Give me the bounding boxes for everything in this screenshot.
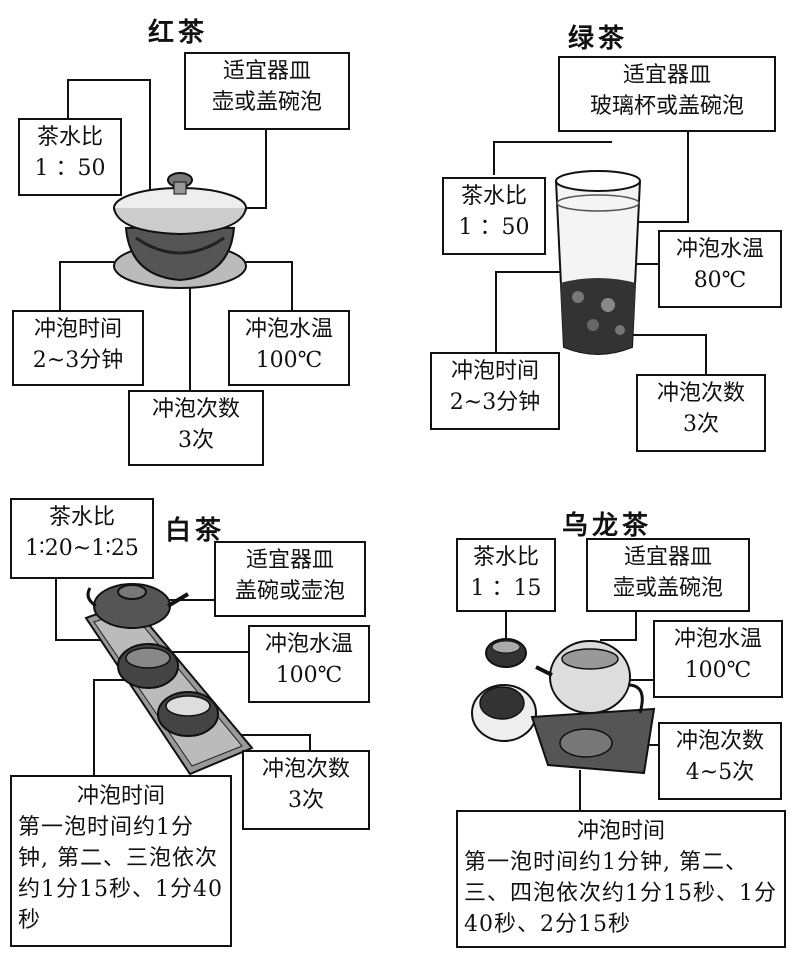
oolong-tea-title: 乌龙茶 [562,505,652,542]
ratio-label: 茶水比 [24,122,116,153]
green-tea-title: 绿茶 [568,18,628,55]
temp-label: 冲泡水温 [254,629,364,660]
temp-value: 100℃ [234,345,344,376]
ratio-label: 茶水比 [462,542,550,573]
ratio-label: 茶水比 [16,502,148,533]
oolong-tea-time-box: 冲泡时间 第一泡时间约1分钟, 第二、三、四泡依次约1分15秒、1分40秒、2分… [456,810,786,948]
oolong-tea-ratio-box: 茶水比 1 ：15 [456,538,556,612]
oolong-set-illustration [468,625,658,775]
count-value: 3次 [134,425,258,456]
white-tea-temp-box: 冲泡水温 100℃ [248,625,370,703]
green-tea-temp-box: 冲泡水温 80℃ [658,230,782,308]
vessel-value: 盖碗或壶泡 [220,576,360,607]
count-label: 冲泡次数 [134,394,258,425]
vessel-label: 适宜器皿 [592,542,744,573]
white-tea-count-box: 冲泡次数 3次 [242,750,370,830]
vessel-label: 适宜器皿 [564,60,770,91]
black-tea-title: 红茶 [148,12,208,49]
green-tea-time-box: 冲泡时间 2~3分钟 [430,352,560,430]
time-value: 2~3分钟 [18,345,138,376]
temp-label: 冲泡水温 [234,314,344,345]
glass-cup-illustration [548,165,648,365]
vessel-value: 壶或盖碗泡 [190,87,344,118]
green-tea-count-box: 冲泡次数 3次 [636,374,766,452]
oolong-tea-count-box: 冲泡次数 4~5次 [658,722,782,800]
white-tea-time-box: 冲泡时间 第一泡时间约1分钟, 第二、三泡依次约1分15秒、1分40秒 [10,775,232,947]
ratio-value: 1 ：15 [462,573,550,604]
time-label: 冲泡时间 [18,781,224,812]
ratio-label: 茶水比 [448,181,540,212]
ratio-value: 1 ：50 [448,212,540,243]
green-tea-ratio-box: 茶水比 1 ：50 [442,177,546,255]
temp-label: 冲泡水温 [659,624,777,655]
time-label: 冲泡时间 [464,816,778,847]
count-value: 3次 [248,785,364,816]
count-value: 4~5次 [664,757,776,788]
time-value: 2~3分钟 [436,387,554,418]
white-tea-vessel-box: 适宜器皿 盖碗或壶泡 [214,541,366,617]
black-tea-count-box: 冲泡次数 3次 [128,390,264,466]
black-tea-ratio-box: 茶水比 1 ：50 [18,118,122,196]
temp-value: 80℃ [664,265,776,296]
count-value: 3次 [642,409,760,440]
green-tea-vessel-box: 适宜器皿 玻璃杯或盖碗泡 [558,56,776,132]
count-label: 冲泡次数 [664,726,776,757]
vessel-value: 壶或盖碗泡 [592,573,744,604]
black-tea-time-box: 冲泡时间 2~3分钟 [12,310,144,386]
temp-value: 100℃ [659,655,777,686]
ratio-value: 1 ：50 [24,153,116,184]
black-tea-temp-box: 冲泡水温 100℃ [228,310,350,386]
vessel-label: 适宜器皿 [220,545,360,576]
time-label: 冲泡时间 [18,314,138,345]
time-value: 第一泡时间约1分钟, 第二、三、四泡依次约1分15秒、1分40秒、2分15秒 [464,847,778,940]
ratio-value: 1∶20~1∶25 [16,533,148,564]
black-tea-vessel-box: 适宜器皿 壶或盖碗泡 [184,52,350,130]
oolong-tea-temp-box: 冲泡水温 100℃ [653,620,783,698]
oolong-tea-vessel-box: 适宜器皿 壶或盖碗泡 [586,538,750,612]
vessel-label: 适宜器皿 [190,56,344,87]
count-label: 冲泡次数 [248,754,364,785]
count-label: 冲泡次数 [642,378,760,409]
gaiwan-illustration [100,168,265,303]
white-tea-ratio-box: 茶水比 1∶20~1∶25 [10,498,154,579]
temp-value: 100℃ [254,660,364,691]
vessel-value: 玻璃杯或盖碗泡 [564,91,770,122]
temp-label: 冲泡水温 [664,234,776,265]
time-value: 第一泡时间约1分钟, 第二、三泡依次约1分15秒、1分40秒 [18,812,224,936]
time-label: 冲泡时间 [436,356,554,387]
